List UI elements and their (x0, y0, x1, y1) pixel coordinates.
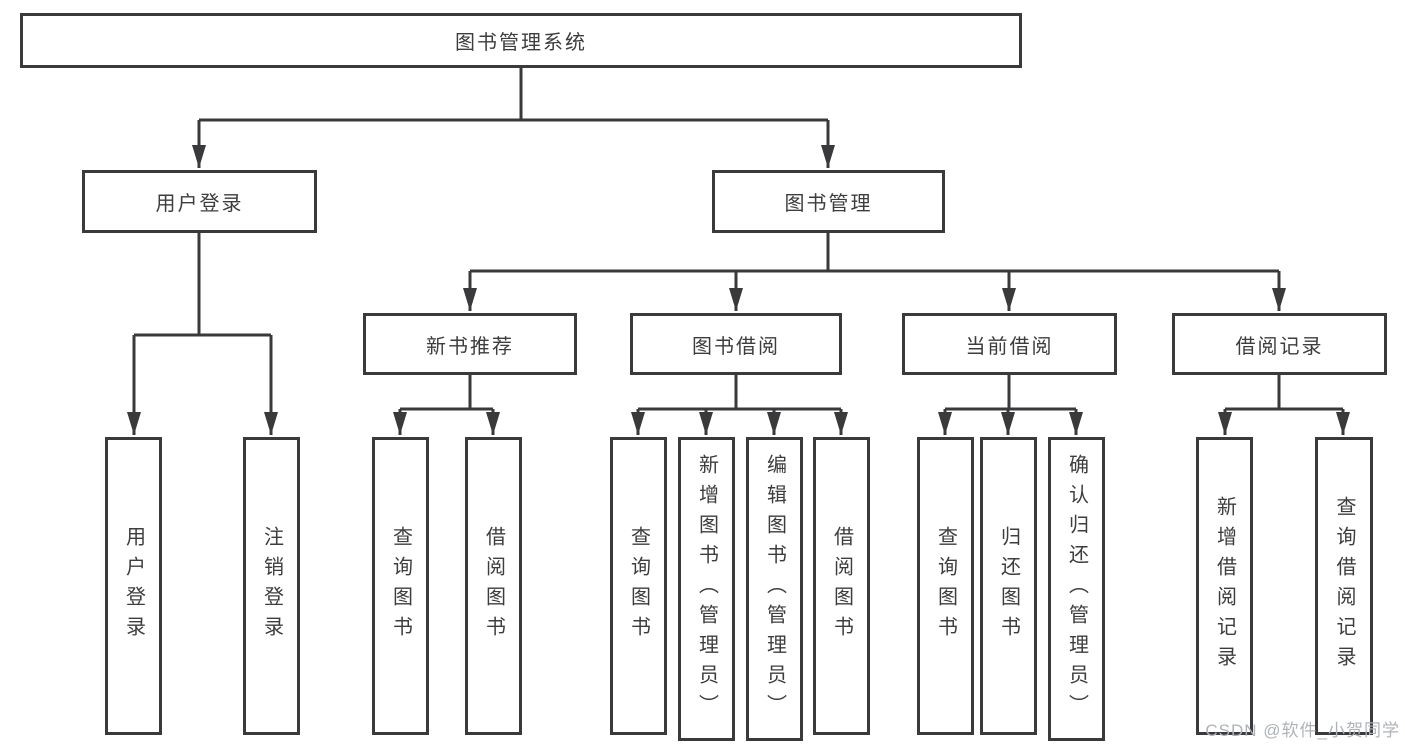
leaf-logout-login: 注销登录 (243, 437, 300, 735)
node-current-borrowing: 当前借阅 (902, 313, 1117, 375)
leaf-add-book-admin: 新增图书（管理员） (678, 437, 735, 741)
node-label: 编辑图书（管理员） (763, 454, 786, 724)
leaf-query-books-current: 查询图书 (917, 437, 974, 735)
leaf-borrow-books-borrowing: 借阅图书 (813, 437, 870, 735)
node-book-borrowing: 图书借阅 (630, 313, 842, 375)
node-label: 查询图书 (627, 526, 650, 646)
leaf-edit-book-admin: 编辑图书（管理员） (746, 437, 803, 741)
node-new-book-recommend: 新书推荐 (363, 313, 577, 375)
node-user-login: 用户登录 (82, 170, 317, 233)
leaf-query-books-recommend: 查询图书 (372, 437, 429, 735)
node-label: 用户登录 (122, 526, 145, 646)
node-label: 图书借阅 (692, 335, 780, 358)
node-label: 借阅图书 (482, 526, 505, 646)
node-borrowing-records: 借阅记录 (1172, 313, 1387, 375)
node-label: 确认归还（管理员） (1065, 454, 1088, 724)
leaf-user-login: 用户登录 (105, 437, 162, 735)
leaf-return-book: 归还图书 (980, 437, 1037, 735)
node-library-management-system: 图书管理系统 (20, 13, 1022, 68)
node-book-management: 图书管理 (712, 170, 945, 233)
node-label: 新增借阅记录 (1213, 496, 1236, 676)
node-label: 查询借阅记录 (1333, 496, 1355, 676)
leaf-query-borrow-record: 查询借阅记录 (1315, 437, 1373, 735)
node-label: 查询图书 (934, 526, 957, 646)
node-label: 新增图书（管理员） (695, 454, 718, 724)
node-label: 归还图书 (997, 526, 1020, 646)
leaf-borrow-books-recommend: 借阅图书 (465, 437, 522, 735)
node-label: 新书推荐 (426, 335, 514, 358)
node-label: 图书管理系统 (455, 32, 587, 54)
node-label: 注销登录 (260, 526, 283, 646)
leaf-add-borrow-record: 新增借阅记录 (1196, 437, 1253, 735)
leaf-query-books-borrowing: 查询图书 (610, 437, 667, 735)
watermark-text: CSDN @软件_小贺同学 (1205, 721, 1400, 740)
node-label: 当前借阅 (965, 335, 1054, 358)
node-label: 用户登录 (155, 193, 244, 215)
leaf-confirm-return-admin: 确认归还（管理员） (1048, 437, 1105, 741)
node-label: 借阅图书 (830, 526, 853, 646)
node-label: 图书管理 (784, 193, 873, 215)
node-label: 查询图书 (389, 526, 412, 646)
node-label: 借阅记录 (1235, 335, 1324, 358)
